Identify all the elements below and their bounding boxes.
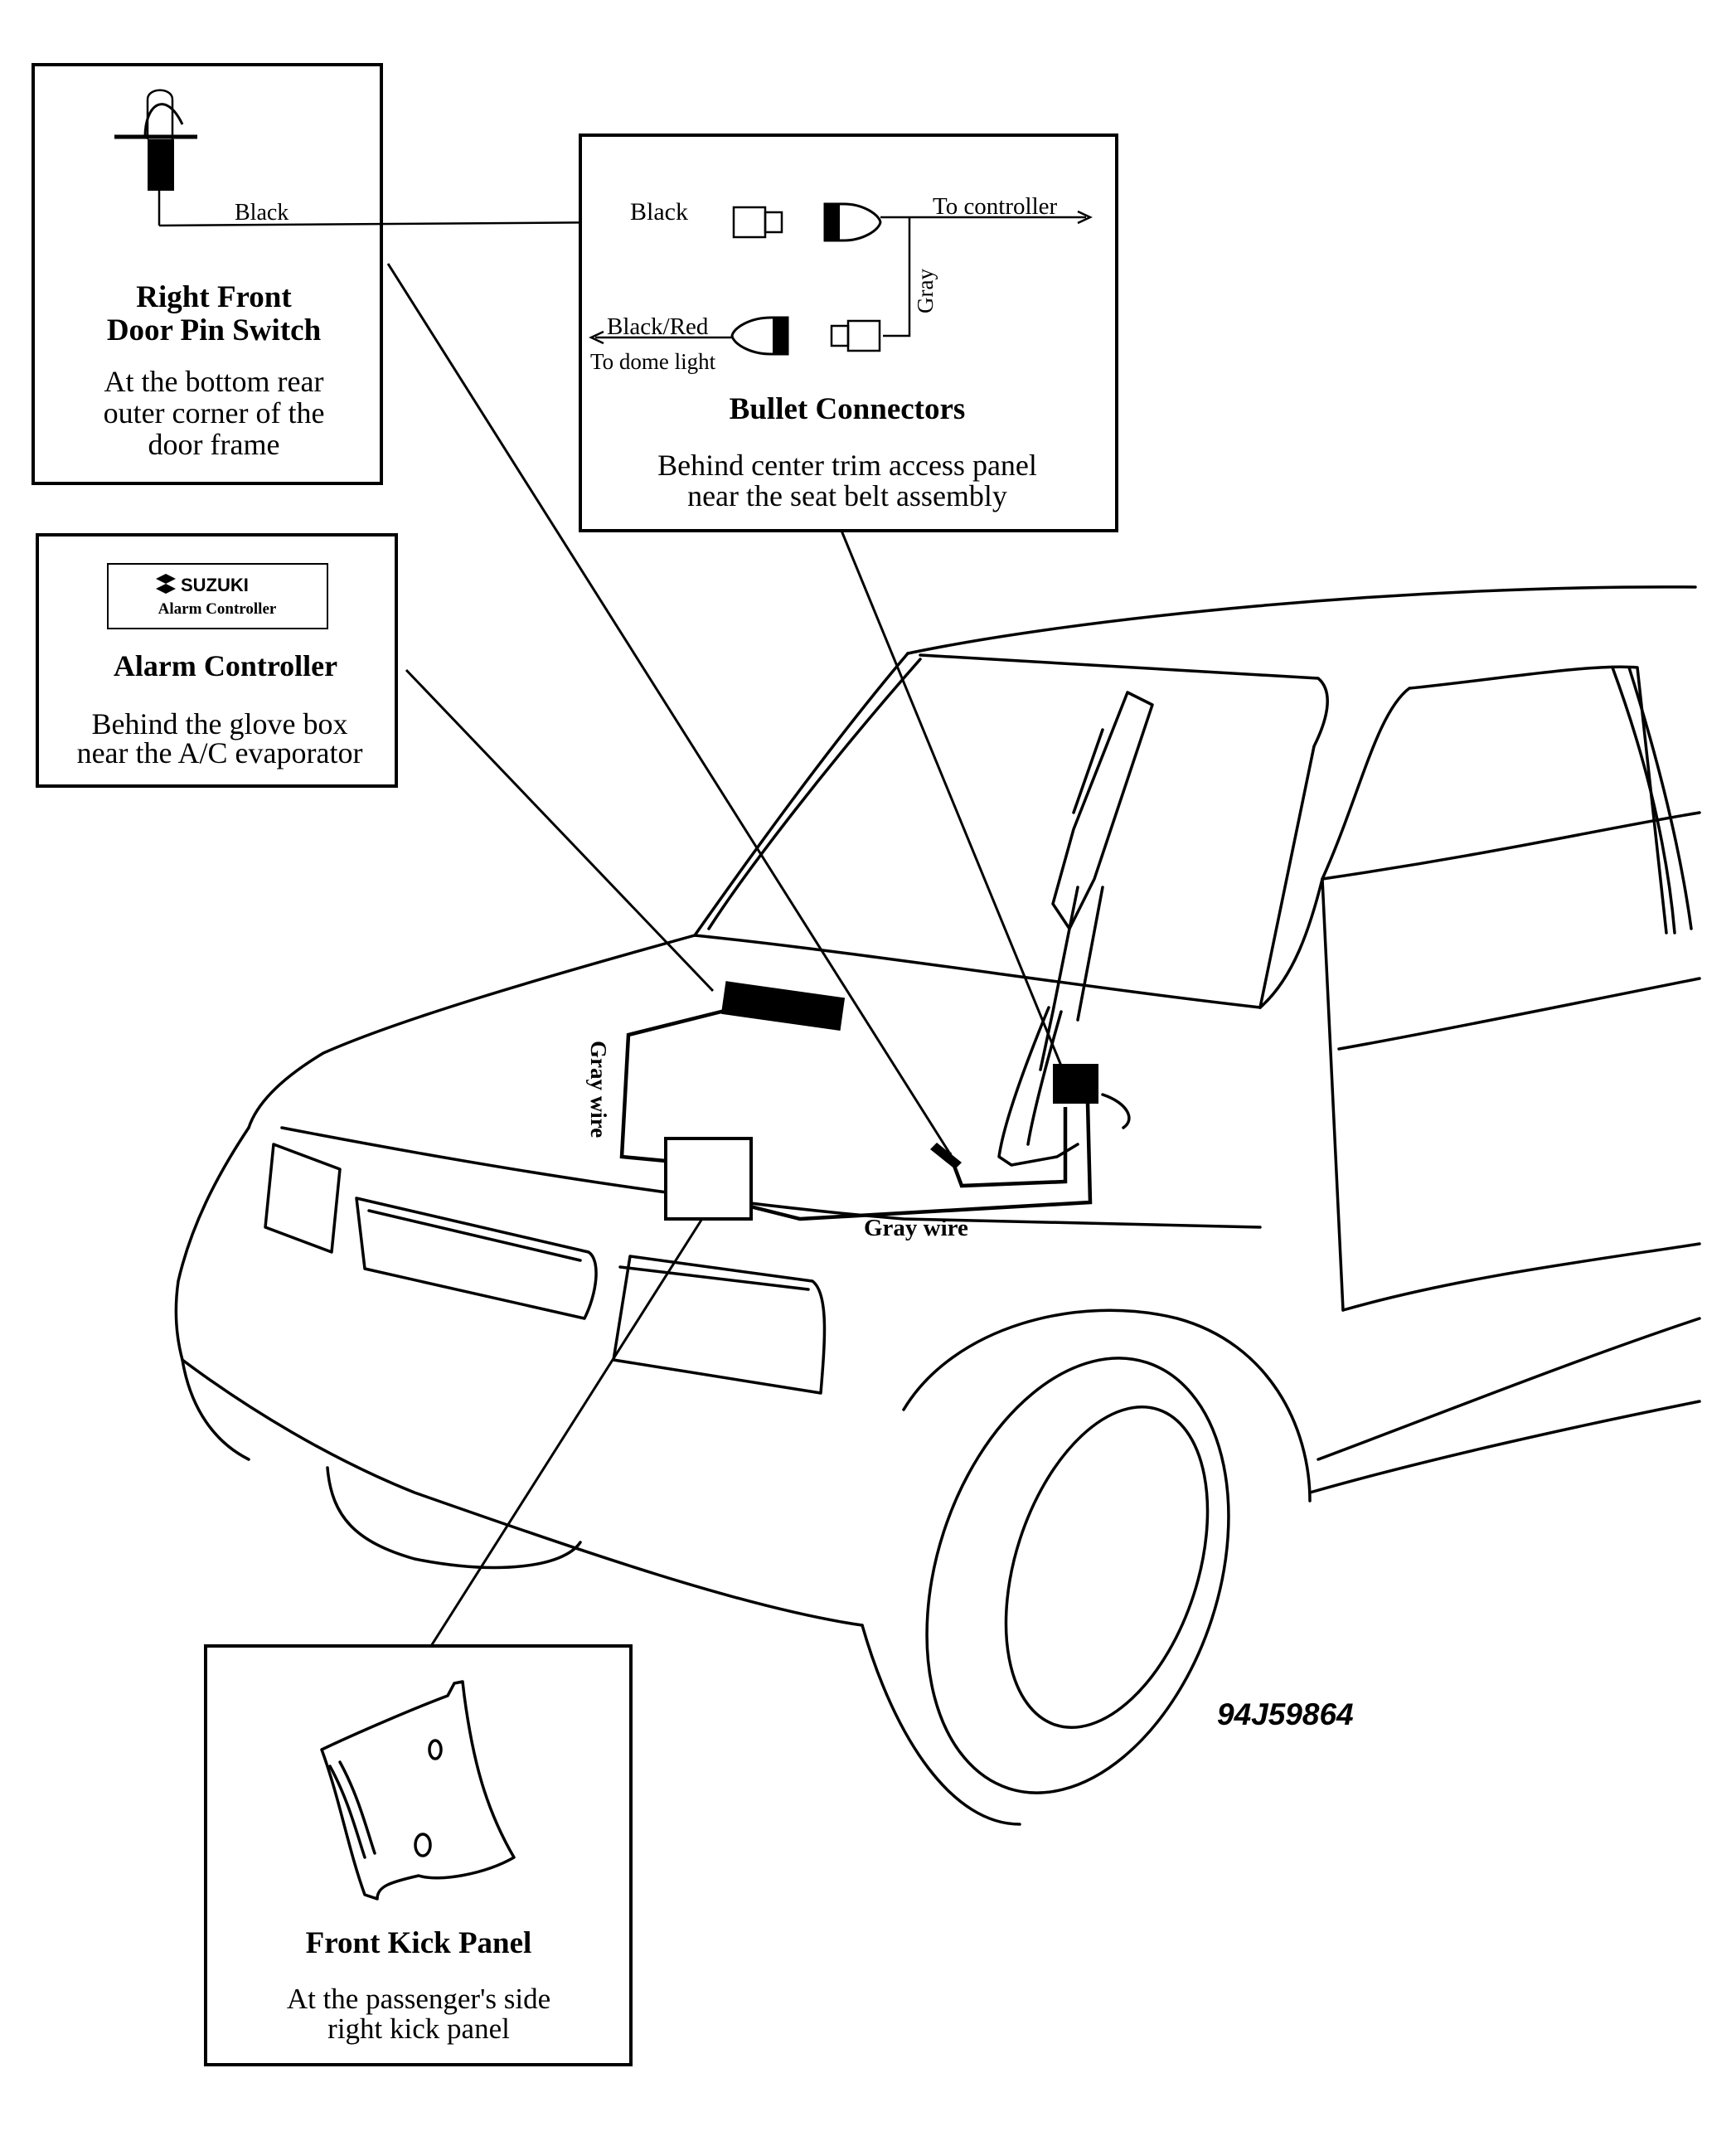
bullet-wire-black-label: Black: [630, 198, 688, 226]
kick-panel-location: [664, 1137, 753, 1221]
bullet-connectors-title: Bullet Connectors: [730, 392, 966, 426]
door-switch-title-1: Right Front: [136, 280, 292, 314]
suzuki-logo-icon: [156, 574, 176, 594]
vehicle-wiring: Gray wire Gray wire: [586, 981, 1098, 1241]
door-switch-title-2: Door Pin Switch: [107, 313, 322, 347]
kick-panel-desc-2: right kick panel: [327, 2012, 510, 2045]
to-dome-light-label: To dome light: [590, 349, 716, 374]
bullet-connectors-callout: To controller Black Gray Black/Red To do…: [579, 134, 1118, 532]
front-kick-panel-callout: Front Kick Panel At the passenger's side…: [204, 1644, 633, 2066]
door-switch-desc-3: door frame: [148, 428, 280, 461]
gray-wire-label-lower: Gray wire: [864, 1215, 968, 1241]
kick-panel-icon: [320, 1680, 516, 1901]
vehicle-outline: [174, 585, 1701, 1826]
alarm-controller-logo: SUZUKI Alarm Controller: [107, 563, 328, 629]
male-connector-bottom: [830, 319, 881, 352]
door-switch-desc-1: At the bottom rear: [104, 365, 324, 398]
leader-lines: [386, 263, 1064, 1647]
door-switch-desc-2: outer corner of the: [104, 396, 325, 430]
kick-panel-title: Front Kick Panel: [306, 1926, 532, 1960]
door-switch-wire-label: Black: [235, 200, 289, 226]
female-connector-bottom: [730, 316, 789, 356]
alarm-controller-location: [720, 981, 846, 1031]
gray-wire-label-upper: Gray wire: [586, 1041, 611, 1138]
alarm-controller-desc-2: near the A/C evaporator: [77, 736, 363, 769]
to-controller-label: To controller: [933, 193, 1058, 220]
door-pin-switch-callout: Black Right Front Door Pin Switch At the…: [32, 63, 741, 485]
alarm-controller-callout: SUZUKI Alarm Controller Alarm Controller…: [36, 533, 398, 788]
logo-sub: Alarm Controller: [158, 600, 277, 618]
alarm-controller-desc-1: Behind the glove box: [92, 707, 348, 740]
male-connector-top: [732, 206, 783, 239]
gray-label: Gray: [913, 269, 938, 313]
alarm-controller-title: Alarm Controller: [114, 649, 337, 682]
figure-id: 94J59864: [1217, 1697, 1354, 1731]
logo-brand: SUZUKI: [181, 575, 249, 595]
door-pin-switch-icon: [114, 89, 197, 226]
bullet-connectors-desc-2: near the seat belt assembly: [687, 479, 1007, 512]
bullet-connectors-desc-1: Behind center trim access panel: [657, 449, 1037, 482]
female-connector-top: [823, 202, 882, 242]
bullet-connector-location: [1053, 1064, 1098, 1104]
black-red-label: Black/Red: [607, 313, 709, 340]
kick-panel-desc-1: At the passenger's side: [287, 1983, 550, 2015]
